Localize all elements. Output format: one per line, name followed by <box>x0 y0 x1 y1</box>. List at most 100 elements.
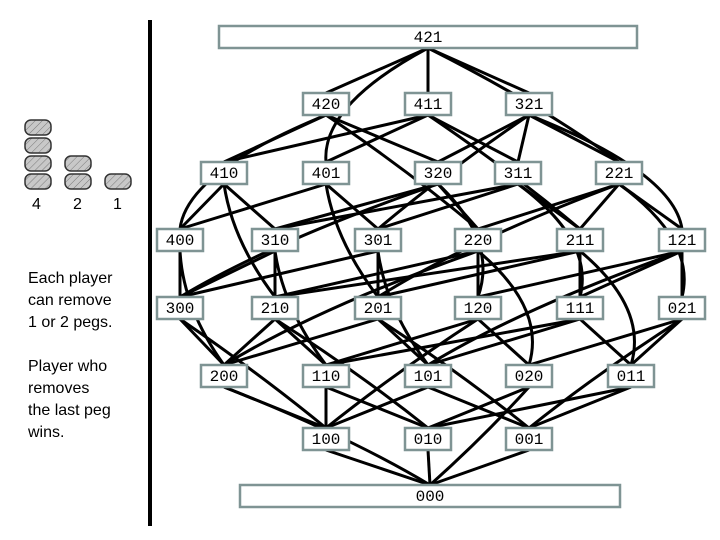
edge-210-010 <box>274 317 429 430</box>
edge-310-300 <box>179 249 276 299</box>
state-node-321: 321 <box>504 91 554 117</box>
edge-420-220 <box>325 113 479 231</box>
rule-line: removes <box>28 380 90 397</box>
node-box <box>155 295 205 321</box>
edge-121-120 <box>477 249 683 299</box>
state-node-020: 020 <box>504 363 554 389</box>
node-label: 411 <box>414 96 443 114</box>
rules-text: Each player can remove 1 or 2 pegs. <box>28 268 113 334</box>
state-node-411: 411 <box>403 91 453 117</box>
edge-301-300 <box>179 249 379 299</box>
edge-321-320 <box>437 113 530 164</box>
state-node-320: 320 <box>413 160 463 186</box>
edge-210-200 <box>222 317 277 367</box>
state-node-220: 220 <box>453 227 503 253</box>
node-box <box>555 295 605 321</box>
edge-011-001 <box>528 385 632 430</box>
node-box <box>238 483 622 509</box>
edge-401-201 <box>324 183 380 298</box>
node-label: 321 <box>515 96 544 114</box>
edge-411-311 <box>427 113 519 164</box>
node-box <box>493 160 543 186</box>
rule-line: the last peg <box>28 402 111 419</box>
pile-count-label: 4 <box>32 196 41 213</box>
node-box <box>250 227 300 253</box>
node-label: 000 <box>416 488 445 506</box>
node-label: 220 <box>464 232 493 250</box>
state-node-301: 301 <box>353 227 403 253</box>
node-box <box>594 160 644 186</box>
node-label: 111 <box>566 300 595 318</box>
state-node-101: 101 <box>403 363 453 389</box>
edge-211-201 <box>377 249 581 299</box>
node-box <box>504 426 554 452</box>
node-label: 210 <box>261 300 290 318</box>
edge-111-101 <box>427 317 581 367</box>
edge-021-020 <box>528 317 683 367</box>
state-node-011: 011 <box>606 363 656 389</box>
state-node-200: 200 <box>199 363 249 389</box>
state-node-000: 000 <box>238 483 622 509</box>
node-label: 401 <box>312 165 341 183</box>
peg <box>24 119 52 136</box>
node-box <box>504 91 554 117</box>
edge-401-400 <box>179 182 327 231</box>
node-box <box>250 295 300 321</box>
state-node-120: 120 <box>453 295 503 321</box>
state-node-310: 310 <box>250 227 300 253</box>
node-label: 420 <box>312 96 341 114</box>
edge-321-311 <box>516 114 531 163</box>
node-label: 421 <box>414 29 443 47</box>
edge-410-210 <box>222 183 277 298</box>
state-node-400: 400 <box>155 227 205 253</box>
state-node-210: 210 <box>250 295 300 321</box>
edge-001-000 <box>429 448 530 487</box>
edge-220-210 <box>274 249 479 299</box>
edge-211-210 <box>274 249 581 299</box>
node-box <box>657 227 707 253</box>
state-node-110: 110 <box>301 363 351 389</box>
node-box <box>217 24 639 50</box>
peg <box>24 173 52 190</box>
edge-321-221 <box>528 113 620 164</box>
node-label: 311 <box>504 165 533 183</box>
node-box <box>453 227 503 253</box>
state-node-021: 021 <box>657 295 707 321</box>
node-label: 201 <box>364 300 393 318</box>
state-node-010: 010 <box>403 426 453 452</box>
edge-100-000 <box>325 448 431 487</box>
node-box <box>453 295 503 321</box>
node-box <box>403 363 453 389</box>
node-label: 310 <box>261 232 290 250</box>
node-label: 221 <box>605 165 634 183</box>
node-label: 120 <box>464 300 493 318</box>
state-node-100: 100 <box>301 426 351 452</box>
edge-221-211 <box>578 183 621 230</box>
edge-220-200 <box>223 249 479 367</box>
edge-421-420 <box>325 46 429 95</box>
edge-021-011 <box>629 317 684 367</box>
edge-120-110 <box>325 317 479 367</box>
edge-010-000 <box>426 449 432 486</box>
node-box <box>657 295 707 321</box>
peg-piles-drawing <box>24 119 132 190</box>
node-box <box>353 295 403 321</box>
state-node-300: 300 <box>155 295 205 321</box>
state-node-401: 401 <box>301 160 351 186</box>
edge-021-001 <box>528 317 683 430</box>
state-node-111: 111 <box>555 295 605 321</box>
node-box <box>301 426 351 452</box>
rule-line: wins. <box>28 424 65 441</box>
peg <box>24 137 52 154</box>
rule-line: Player who <box>28 358 108 375</box>
node-box <box>353 227 403 253</box>
node-label: 301 <box>364 232 393 250</box>
node-box <box>606 363 656 389</box>
edge-420-320 <box>325 113 439 164</box>
peg <box>24 155 52 172</box>
edge-411-401 <box>325 113 429 164</box>
node-label: 010 <box>414 431 443 449</box>
edge-311-310 <box>274 182 519 231</box>
node-label: 011 <box>617 368 646 386</box>
